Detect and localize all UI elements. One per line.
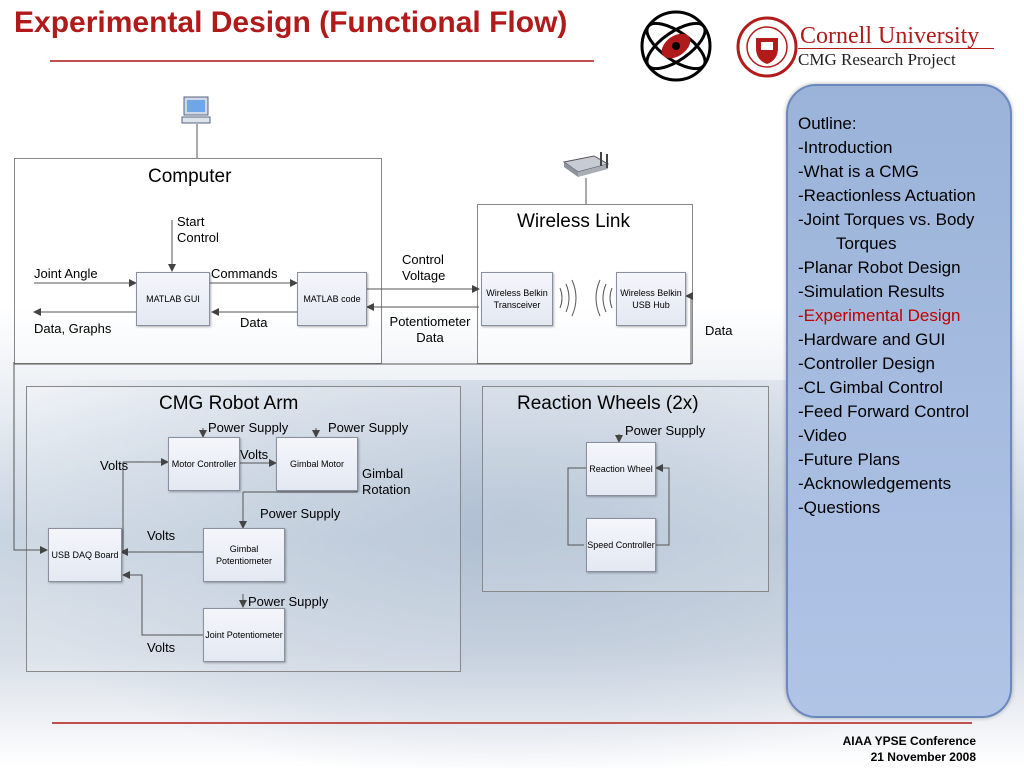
gimbal-potentiometer-box: Gimbal Potentiometer [203,528,285,582]
volts-gimbal-label: Volts [240,447,269,462]
power-supply-pot-label: Power Supply [260,506,341,521]
data-label-2: Data [705,323,733,338]
outline-item[interactable]: -Reactionless Actuation [798,186,976,205]
footer-conference: AIAA YPSE Conference [842,734,976,748]
data-label-1: Data [240,315,268,330]
motor-controller-box: Motor Controller [168,437,240,491]
joint-angle-label: Joint Angle [34,266,98,281]
wireless-panel-title: Wireless Link [517,211,630,232]
outline-item[interactable]: -Questions [798,498,881,517]
wireless-transceiver-box: Wireless Belkin Transceiver [481,272,553,326]
power-supply-rw-label: Power Supply [625,423,706,438]
cmg-logo-icon [640,10,712,82]
outline-item[interactable]: -Planar Robot Design [798,258,961,277]
usb-daq-box: USB DAQ Board [48,528,122,582]
outline-item[interactable]: -What is a CMG [798,162,919,181]
cornell-wordmark: Cornell University [800,23,980,49]
outline-item-active[interactable]: -Experimental Design [798,306,961,325]
potentiometer-data-label: Potentiometer Data [389,314,471,345]
outline-heading: Outline: [798,114,857,133]
footer: AIAA YPSE Conference 21 November 2008 [843,733,976,765]
outline-item[interactable]: -Video [798,426,847,445]
computer-panel-title: Computer [148,166,232,187]
data-graphs-label: Data, Graphs [34,321,112,336]
volts-daq-label: Volts [147,528,176,543]
router-icon [562,152,610,177]
wireless-hub-box: Wireless Belkin USB Hub [616,272,686,326]
computer-icon [181,96,211,124]
power-supply-joint-label: Power Supply [248,594,329,609]
speed-controller-box: Speed Controller [586,518,656,572]
power-supply-gimbal-label: Power Supply [328,420,409,435]
outline-item[interactable]: -Feed Forward Control [798,402,970,421]
outline-item[interactable]: -Simulation Results [798,282,945,301]
matlab-code-box: MATLAB code [297,272,367,326]
commands-label: Commands [211,266,278,281]
outline-item[interactable]: -Joint Torques vs. Body [798,210,975,229]
outline-item[interactable]: -Hardware and GUI [798,330,946,349]
start-control-label: Start Control [177,214,219,245]
title-underline [50,60,594,62]
power-supply-motor-label: Power Supply [208,420,289,435]
outline-item[interactable]: -CL Gimbal Control [798,378,943,397]
outline-panel: Outline: -Introduction -What is a CMG -R… [786,84,1012,718]
outline-item[interactable]: -Introduction [798,138,893,157]
outline-item[interactable]: Torques [836,234,897,253]
outline-list: Outline: -Introduction -What is a CMG -R… [798,112,976,520]
reaction-wheels-panel-title: Reaction Wheels (2x) [517,393,699,414]
reaction-wheel-box: Reaction Wheel [586,442,656,496]
cornell-rule [798,48,994,49]
gimbal-rotation-label: Gimbal Rotation [362,466,411,497]
outline-item[interactable]: -Future Plans [798,450,901,469]
gimbal-motor-box: Gimbal Motor [276,437,358,491]
matlab-gui-box: MATLAB GUI [136,272,210,326]
outline-item[interactable]: -Acknowledgements [798,474,952,493]
control-voltage-label: Control Voltage [402,252,446,283]
outline-item[interactable]: -Controller Design [798,354,935,373]
volts-motor-label: Volts [100,458,129,473]
cornell-seal-icon [736,16,798,78]
robot-arm-panel-title: CMG Robot Arm [159,393,299,414]
cornell-project: CMG Research Project [798,50,956,69]
joint-potentiometer-box: Joint Potentiometer [203,608,285,662]
volts-joint-label: Volts [147,640,176,655]
slide-title: Experimental Design (Functional Flow) [14,6,568,39]
footer-date: 21 November 2008 [870,750,976,764]
footer-rule [52,722,972,724]
